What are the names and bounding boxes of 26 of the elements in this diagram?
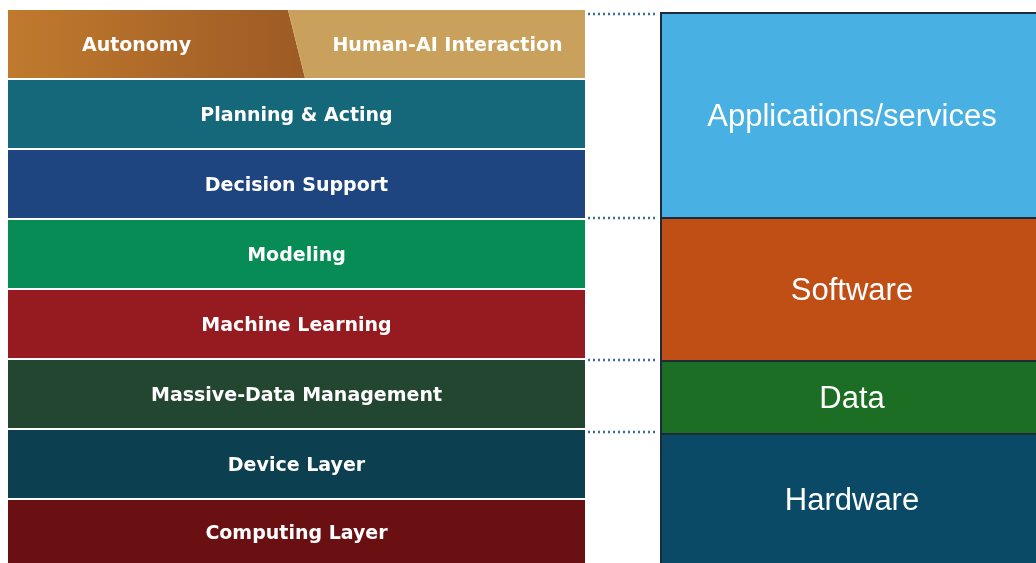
layer-band: [8, 80, 585, 148]
layer-label: Modeling: [247, 243, 346, 265]
layer-band: [8, 290, 585, 358]
layer-band: [8, 150, 585, 218]
layer-band: [8, 360, 585, 428]
layer-label: Device Layer: [227, 453, 366, 475]
category-block: [662, 14, 1036, 217]
layer-label: Decision Support: [204, 173, 389, 195]
layer-label: Hardware: [784, 482, 920, 518]
layer-label: Software: [790, 271, 914, 308]
layer-band: [8, 10, 305, 78]
category-block: [662, 435, 1036, 563]
layer-label: Applications/services: [707, 97, 997, 134]
layer-label: Computing Layer: [205, 520, 388, 543]
category-block: [662, 219, 1036, 360]
layer-label: Machine Learning: [201, 313, 392, 335]
layer-label: Data: [819, 379, 885, 416]
category-block: [662, 362, 1036, 433]
layer-label: Autonomy: [81, 33, 192, 55]
layer-label: Human-AI Interaction: [332, 33, 563, 55]
layer-band: [288, 10, 585, 78]
layer-band: [8, 430, 585, 498]
layer-band: [8, 220, 585, 288]
layer-label: Massive-Data Management: [151, 383, 442, 405]
layer-label: Planning & Acting: [200, 103, 393, 125]
layer-band: [8, 500, 585, 563]
